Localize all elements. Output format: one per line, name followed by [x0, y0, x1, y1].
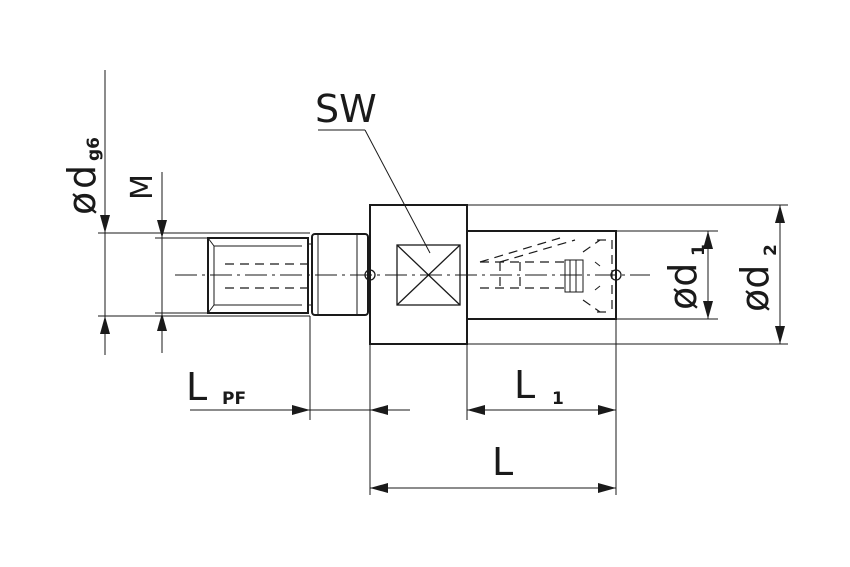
label-lpf-sub: PF: [222, 389, 246, 409]
hex-body: [369, 204, 468, 345]
label-d-g6-d: d: [60, 165, 104, 189]
label-m: M: [125, 174, 160, 200]
label-d2-sub: 2: [761, 244, 781, 256]
label-d1: ød 1: [661, 244, 709, 310]
label-d-g6-phi: ø: [60, 192, 104, 215]
label-sw: SW: [315, 87, 377, 131]
label-d2: ød 2: [733, 244, 781, 312]
label-l: L: [492, 440, 513, 484]
label-d-g6-sub: g6: [84, 137, 104, 161]
labels: SW ø d g6 M ød 1 ød 2 L PF L 1 L: [60, 87, 781, 484]
label-l1-main: L: [514, 363, 535, 407]
label-d1-main: ød: [661, 263, 705, 310]
part-outline: [175, 204, 650, 345]
label-d-g6: ø d g6: [60, 137, 104, 215]
dimensions: [98, 70, 788, 495]
label-d1-sub: 1: [689, 244, 709, 256]
label-m-text: M: [125, 174, 160, 200]
label-l1-sub: 1: [552, 389, 564, 409]
label-d2-main: ød: [733, 265, 777, 312]
label-lpf-main: L: [186, 365, 207, 409]
